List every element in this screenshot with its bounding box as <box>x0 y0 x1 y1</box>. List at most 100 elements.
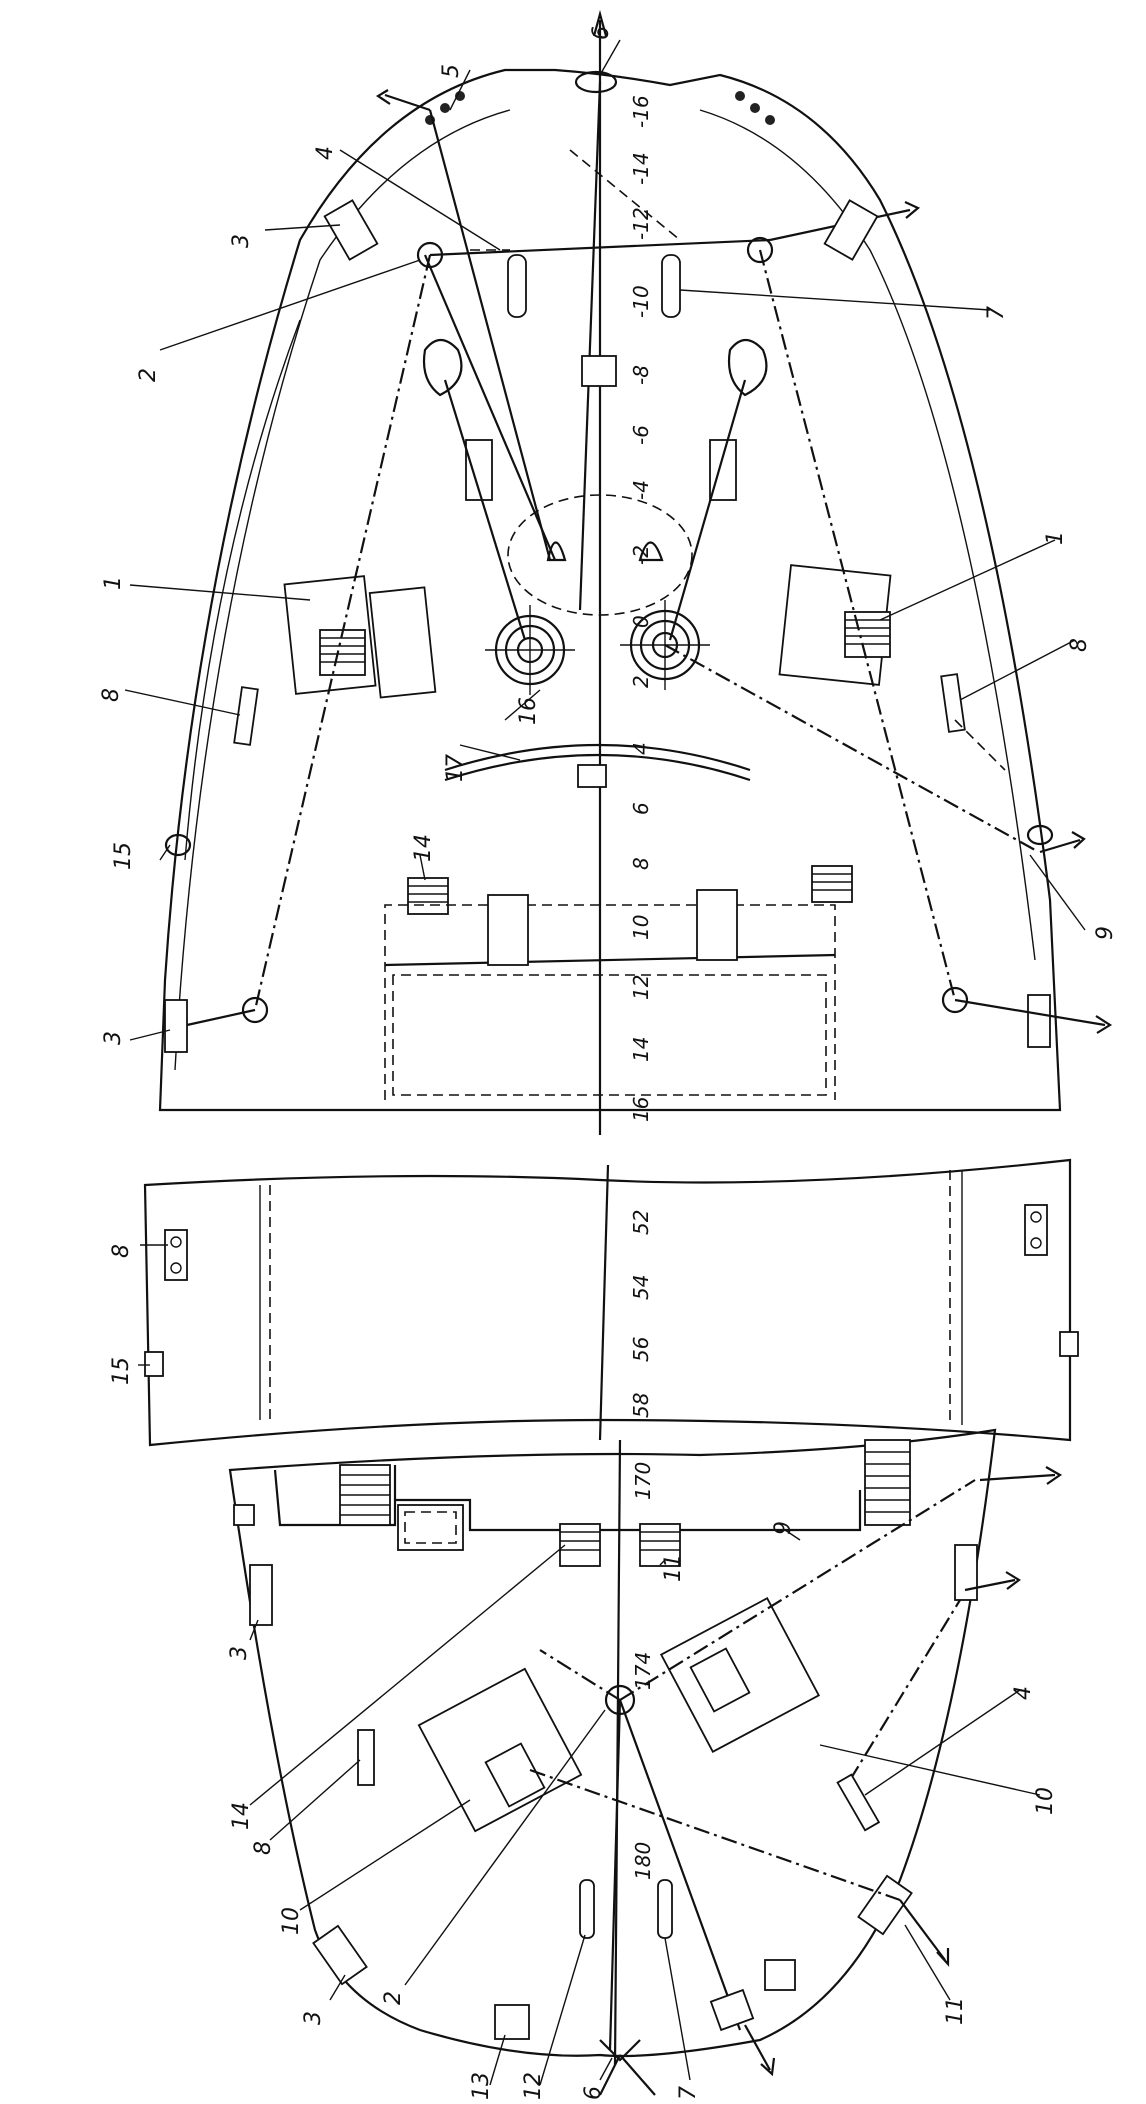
frame-bow-m8: -8 <box>629 365 653 385</box>
frame-mid-56: 56 <box>629 1337 653 1362</box>
frame-stern-180: 180 <box>631 1842 655 1880</box>
bow-labels: 6 5 4 3 2 7 1 1 16 8 8 17 15 14 9 3 <box>99 26 1118 1045</box>
stern-line-9 <box>619 1479 976 1701</box>
label-stern-14: 14 <box>229 1802 254 1830</box>
vent-right <box>696 889 738 961</box>
winch-11-stern <box>639 1523 681 1567</box>
frame-bow-m6: -6 <box>629 425 653 445</box>
label-stern-3b: 3 <box>301 2011 326 2025</box>
stern-arrow-line-7 <box>744 2024 771 2071</box>
stern-line-to-fitting <box>539 1649 621 1701</box>
frame-bow-2: 2 <box>629 675 653 688</box>
chain-left <box>443 379 527 641</box>
frame-bow-10: 10 <box>629 915 653 940</box>
bollard-aft-left <box>241 996 269 1024</box>
chock-3-bow-left <box>323 199 379 261</box>
chain-right <box>668 379 747 641</box>
label-stern-8: 8 <box>251 1841 276 1855</box>
stern-line-11 <box>529 1768 901 1902</box>
label-bow-14: 14 <box>411 834 436 862</box>
bow-spring-left <box>253 254 432 1011</box>
label-stern-2: 2 <box>381 1991 406 2005</box>
label-bow-5: 5 <box>439 64 464 78</box>
bow-section <box>158 9 1113 1135</box>
frame-bow-8: 8 <box>629 857 653 870</box>
mid-section <box>143 1158 1079 1447</box>
label-stern-10a: 10 <box>279 1907 304 1935</box>
label-stern-6: 6 <box>581 2086 606 2100</box>
frame-bow-m2: -2 <box>629 545 653 565</box>
frame-bow-m4: -4 <box>629 480 653 500</box>
bow-fairlead-6 <box>574 70 618 94</box>
hatch-inner <box>392 974 827 1096</box>
label-bow-9: 9 <box>1093 926 1118 940</box>
bow-arrow-c <box>375 89 391 105</box>
stern-fairlead-6 <box>599 2039 641 2062</box>
stern-chock-3-right <box>954 1544 978 1601</box>
label-bow-3b: 3 <box>101 1031 126 1045</box>
bow-deck-box <box>581 355 617 387</box>
label-stern-10b: 10 <box>1033 1787 1058 1815</box>
label-stern-7: 7 <box>676 2086 701 2100</box>
stern-line-6b <box>618 1699 742 2031</box>
frame-mid-52: 52 <box>629 1210 653 1235</box>
deflector-17b <box>444 753 751 782</box>
cleat-7 <box>661 254 681 318</box>
bollard-2-left <box>416 241 444 269</box>
vent-left <box>487 894 529 966</box>
stern-labels: 3 14 8 10 2 3 13 12 6 7 11 10 4 9 11 <box>227 1521 1058 2100</box>
stern-house-left <box>273 1465 397 1527</box>
stern-house-line <box>395 1490 862 1532</box>
bow-dash-a <box>569 149 681 241</box>
bitt-8-dash <box>954 719 1006 771</box>
chock-3-bow-right <box>823 199 879 261</box>
label-bow-15: 15 <box>111 842 136 870</box>
stern-arrow-7 <box>760 2057 776 2077</box>
label-stern-4: 4 <box>1011 1686 1036 1700</box>
label-stern-11b: 11 <box>661 1554 686 1582</box>
stern-frame-numbers: 170 174 180 <box>631 1462 655 1880</box>
mid-fairlead-15-left <box>144 1351 164 1377</box>
chain-stopper-left <box>465 439 493 501</box>
mid-frame-numbers: 52 54 56 58 <box>629 1210 653 1418</box>
bow-spring-right <box>758 249 957 1001</box>
mid-labels: 8 15 <box>109 1244 134 1385</box>
frame-bow-16: 16 <box>629 1097 653 1122</box>
stern-arrow-line-6b <box>619 2054 656 2096</box>
mid-fairlead-15-right <box>1059 1331 1079 1357</box>
mid-centreline <box>598 1164 610 1441</box>
leader-lines <box>124 39 1086 2086</box>
stern-chock-3-bottom-left <box>312 1924 368 1986</box>
stern-arrow-line-6a <box>599 2054 621 2096</box>
hatch-box-inner <box>404 1511 457 1544</box>
deckhouse-1-right <box>778 564 892 686</box>
stern-cleat-12 <box>579 1879 595 1939</box>
deflector-17 <box>444 743 751 772</box>
chock-3-aft-right <box>1027 994 1051 1048</box>
frame-mid-58: 58 <box>629 1393 653 1418</box>
stern-arrow-3 <box>1005 1571 1021 1590</box>
label-bow-16: 16 <box>516 697 541 725</box>
frame-bow-4: 4 <box>629 742 653 755</box>
bollard-aft-right <box>941 986 969 1014</box>
stern-chock-3-left <box>249 1564 273 1626</box>
winch-14-right <box>811 865 853 903</box>
winch-14-left <box>407 877 449 915</box>
hawse-right <box>727 338 768 397</box>
frame-bow-m12: -12 <box>629 207 653 240</box>
bow-deck-edge <box>174 109 1036 1071</box>
label-bow-17: 17 <box>443 754 468 782</box>
frame-bow-m10: -10 <box>629 285 653 318</box>
stern-fitting-topleft <box>233 1504 255 1526</box>
frame-bow-0: 0 <box>629 615 653 628</box>
stern-fitting-13 <box>494 2004 530 2040</box>
cleat-4 <box>507 254 527 318</box>
stern-cleat-7 <box>657 1879 673 1939</box>
capstan-16-left <box>485 605 575 695</box>
stern-line-6a <box>608 1699 622 2051</box>
label-bow-7: 7 <box>984 306 1009 320</box>
stern-line-3-tail <box>964 1578 1016 1592</box>
label-bow-6: 6 <box>589 26 614 40</box>
